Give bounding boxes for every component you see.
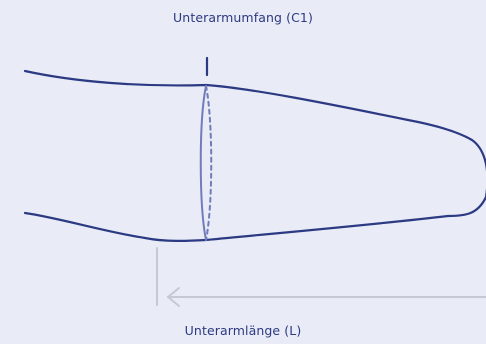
- length-label: Unterarmlänge (L): [184, 323, 302, 338]
- forearm-outline: [23, 69, 486, 242]
- circumference-label: Unterarmumfang (C1): [173, 10, 313, 25]
- measure-ring-front: [199, 85, 207, 241]
- left-arrow-icon: [167, 287, 180, 307]
- measure-ring-back: [205, 85, 213, 241]
